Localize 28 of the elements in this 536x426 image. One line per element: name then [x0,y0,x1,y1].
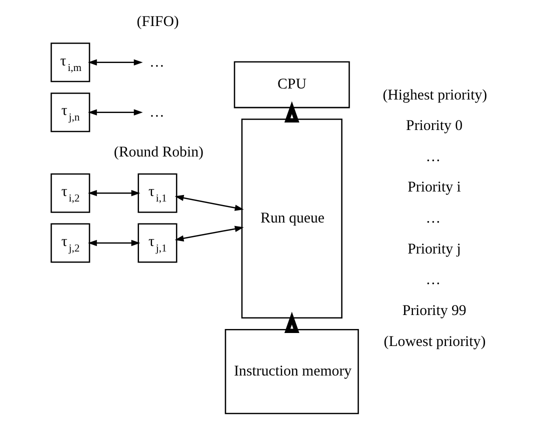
node-box: τ$_{j,n}$ [50,92,90,132]
arrow [87,240,140,246]
node-box: τ$_{j,2}$ [50,223,90,263]
node-box: τ$_{i,1}$ [137,173,177,213]
arrow [87,109,142,116]
label: (FIFO) [136,14,178,30]
label: … [425,148,440,165]
label: Priority j [407,241,460,258]
arrow [284,101,299,122]
label: (Lowest priority) [383,334,486,350]
node-text: … [149,54,164,70]
arrow [87,190,140,196]
arrow [174,194,244,211]
node-text: … [149,104,164,120]
node-box: CPU [233,61,350,108]
label: … [425,272,440,288]
label: Priority i [407,180,460,196]
arrow [87,59,142,66]
node-box: τ$_{i,2}$ [50,173,90,213]
label: Priority 0 [406,118,462,134]
arrow [174,226,244,242]
node-box: τ$_{i,m}$ [50,42,90,82]
node-box: τ$_{j,1}$ [137,223,177,263]
label: … [425,210,440,227]
label: (Round Robin) [113,144,204,161]
label: Priority 99 [402,302,466,319]
label: (Highest priority) [382,87,487,104]
arrow [284,312,299,334]
